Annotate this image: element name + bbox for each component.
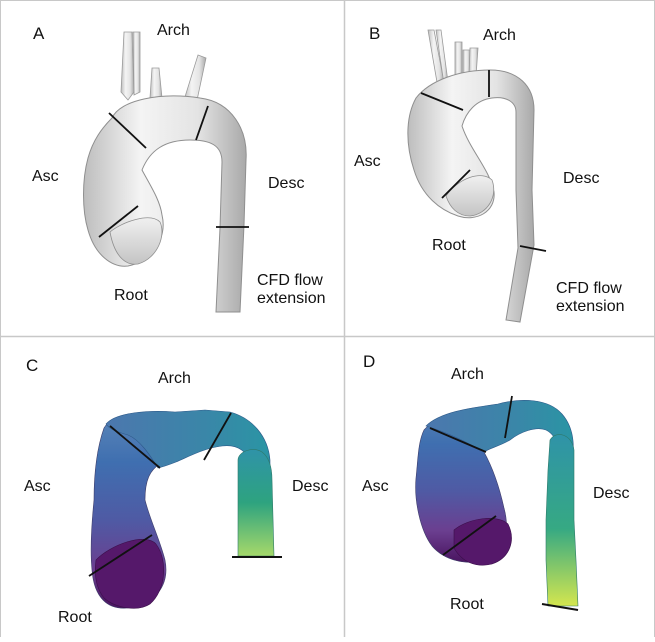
label-desc-c: Desc [292,478,328,496]
label-arch-d: Arch [451,366,484,384]
label-desc-d: Desc [593,485,629,503]
aorta-model-a [84,32,250,312]
label-extension-a: CFD flow extension [257,272,326,309]
label-desc-b: Desc [563,170,599,188]
label-root-b: Root [432,237,466,255]
label-extension-b: CFD flow extension [556,280,625,317]
panel-letter-a: A [33,24,44,44]
label-asc-c: Asc [24,478,51,496]
panel-letter-c: C [26,356,38,376]
label-asc-a: Asc [32,168,59,186]
aorta-model-b [408,30,546,322]
panel-letter-b: B [369,24,380,44]
label-root-c: Root [58,609,92,627]
label-arch-c: Arch [158,370,191,388]
aorta-model-c [89,410,282,608]
aorta-model-d [416,396,578,610]
label-desc-a: Desc [268,175,304,193]
label-asc-d: Asc [362,478,389,496]
label-root-d: Root [450,596,484,614]
label-arch-a: Arch [157,22,190,40]
label-asc-b: Asc [354,153,381,171]
label-root-a: Root [114,287,148,305]
panel-letter-d: D [363,352,375,372]
label-arch-b: Arch [483,27,516,45]
